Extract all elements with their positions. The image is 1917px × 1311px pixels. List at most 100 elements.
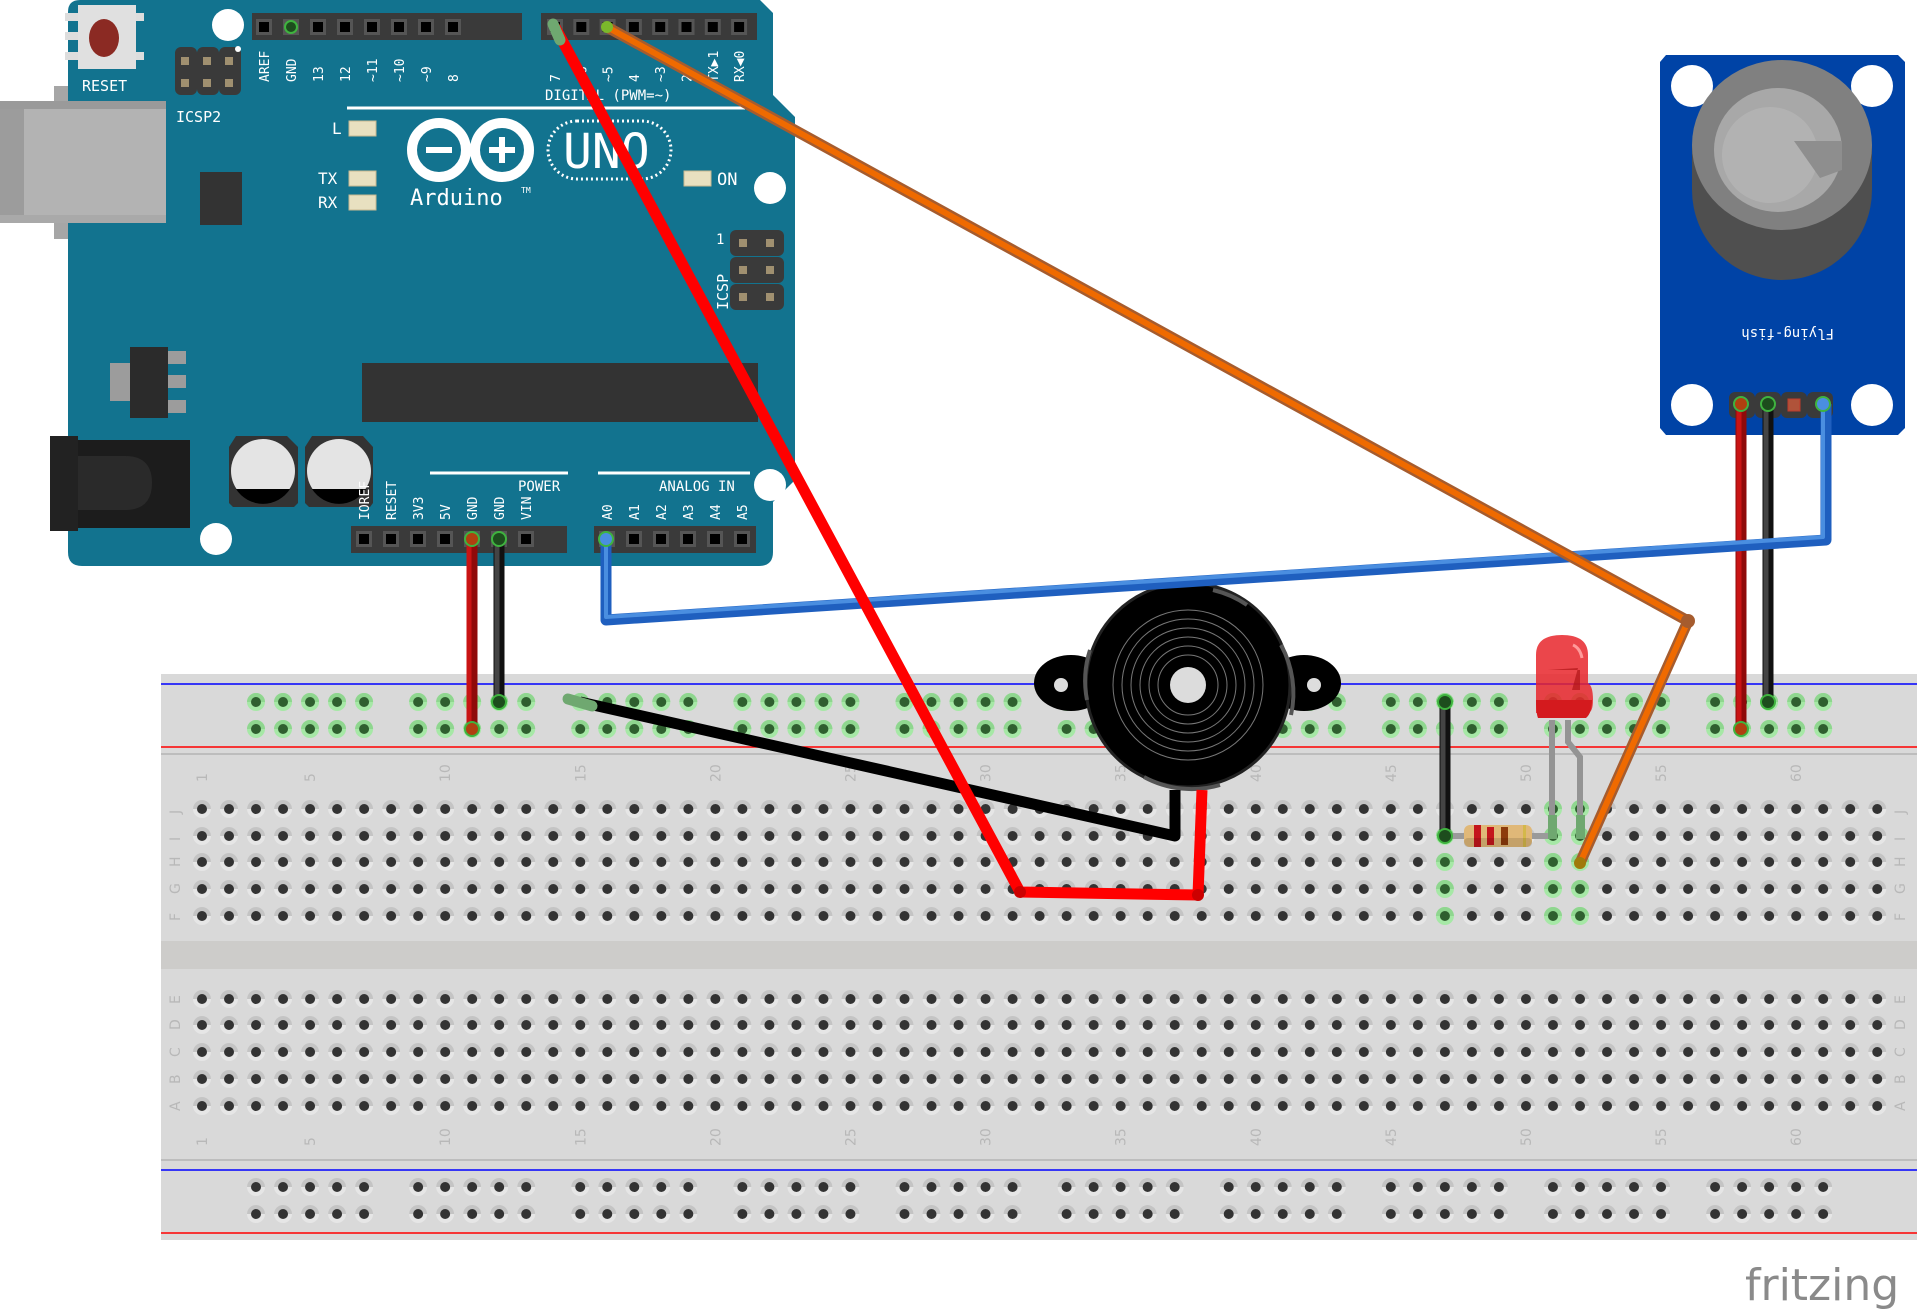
breadboard-hole[interactable]: [679, 1016, 698, 1034]
breadboard-hole[interactable]: [1841, 853, 1860, 871]
rail-hole[interactable]: [760, 693, 779, 711]
rail-hole[interactable]: [571, 1178, 590, 1196]
breadboard-hole[interactable]: [409, 1097, 428, 1115]
digital-pin[interactable]: [731, 19, 748, 35]
breadboard-hole[interactable]: [706, 990, 725, 1008]
breadboard-hole[interactable]: [1057, 1070, 1076, 1088]
breadboard-hole[interactable]: [760, 880, 779, 898]
breadboard-hole[interactable]: [1571, 1070, 1590, 1088]
rail-hole[interactable]: [652, 1205, 671, 1223]
rail-hole[interactable]: [1246, 1178, 1265, 1196]
breadboard-hole[interactable]: [1084, 1070, 1103, 1088]
breadboard-hole[interactable]: [1544, 990, 1562, 1008]
rail-hole[interactable]: [1570, 720, 1589, 738]
analog-pin[interactable]: [734, 531, 750, 547]
piezo-buzzer[interactable]: [1034, 581, 1341, 792]
breadboard-hole[interactable]: [1868, 880, 1887, 898]
breadboard-hole[interactable]: [949, 1016, 968, 1034]
breadboard-hole[interactable]: [814, 907, 833, 925]
breadboard-hole[interactable]: [1598, 907, 1617, 925]
breadboard-hole[interactable]: [1327, 800, 1346, 818]
breadboard-hole[interactable]: [517, 1070, 536, 1088]
breadboard-hole[interactable]: [1598, 827, 1617, 845]
breadboard-hole[interactable]: [1868, 1016, 1887, 1034]
breadboard-hole[interactable]: [1408, 853, 1427, 871]
breadboard-hole[interactable]: [625, 880, 644, 898]
rail-hole[interactable]: [1273, 1178, 1292, 1196]
breadboard-hole[interactable]: [1787, 880, 1806, 898]
rail-hole[interactable]: [1814, 720, 1833, 738]
breadboard-hole[interactable]: [517, 800, 536, 818]
breadboard-hole[interactable]: [1219, 827, 1238, 845]
breadboard-hole[interactable]: [1003, 990, 1022, 1008]
breadboard-hole[interactable]: [247, 853, 266, 871]
wire-d7-to-buzzer[interactable]: [550, 24, 1208, 901]
rail-hole[interactable]: [1003, 1205, 1022, 1223]
breadboard-hole[interactable]: [652, 853, 671, 871]
breadboard-hole[interactable]: [949, 827, 968, 845]
breadboard-hole[interactable]: [598, 853, 617, 871]
breadboard-hole[interactable]: [1516, 990, 1535, 1008]
breadboard-hole[interactable]: [328, 1097, 347, 1115]
breadboard-hole[interactable]: [1868, 990, 1887, 1008]
breadboard-hole[interactable]: [733, 800, 752, 818]
breadboard-hole[interactable]: [247, 906, 266, 925]
breadboard-hole[interactable]: [706, 907, 725, 925]
breadboard-hole[interactable]: [1273, 907, 1292, 925]
breadboard-hole[interactable]: [1679, 1070, 1698, 1088]
breadboard-hole[interactable]: [382, 853, 401, 871]
breadboard-hole[interactable]: [787, 907, 806, 925]
rail-hole[interactable]: [409, 693, 428, 711]
breadboard-hole[interactable]: [868, 853, 887, 871]
breadboard-hole[interactable]: [760, 1097, 779, 1115]
breadboard-hole[interactable]: [895, 1043, 914, 1061]
breadboard-hole[interactable]: [1300, 880, 1319, 898]
breadboard-hole[interactable]: [1814, 1043, 1833, 1061]
breadboard-hole[interactable]: [247, 1043, 266, 1061]
breadboard-hole[interactable]: [1760, 1097, 1779, 1115]
rail-hole[interactable]: [1273, 1205, 1292, 1223]
breadboard-hole[interactable]: [409, 800, 428, 818]
breadboard-hole[interactable]: [1787, 853, 1806, 871]
breadboard-hole[interactable]: [193, 827, 211, 845]
breadboard-hole[interactable]: [193, 1043, 211, 1061]
breadboard-hole[interactable]: [1706, 827, 1725, 845]
breadboard-hole[interactable]: [1435, 1097, 1454, 1115]
breadboard-hole[interactable]: [463, 907, 482, 925]
breadboard-hole[interactable]: [382, 880, 401, 898]
breadboard-hole[interactable]: [1030, 853, 1049, 871]
breadboard-hole[interactable]: [1111, 990, 1130, 1008]
analog-pin[interactable]: [626, 531, 642, 547]
breadboard-hole[interactable]: [895, 907, 914, 925]
breadboard-hole[interactable]: [1516, 1097, 1535, 1115]
breadboard-hole[interactable]: [841, 1097, 860, 1115]
breadboard-hole[interactable]: [1733, 880, 1752, 898]
breadboard-hole[interactable]: [814, 1043, 833, 1061]
breadboard-hole[interactable]: [1625, 1043, 1644, 1061]
rail-hole[interactable]: [1462, 1205, 1481, 1223]
digital-pin[interactable]: [704, 19, 721, 35]
breadboard-hole[interactable]: [760, 827, 779, 845]
breadboard-hole[interactable]: [1598, 990, 1617, 1008]
breadboard-hole[interactable]: [1273, 1097, 1292, 1115]
breadboard-hole[interactable]: [706, 1070, 725, 1088]
breadboard-hole[interactable]: [1381, 853, 1400, 871]
breadboard-hole[interactable]: [409, 827, 428, 845]
breadboard-hole[interactable]: [760, 1070, 779, 1088]
rail-hole[interactable]: [328, 1178, 347, 1196]
breadboard-hole[interactable]: [1489, 800, 1508, 818]
rail-hole[interactable]: [598, 1178, 617, 1196]
rail-hole[interactable]: [652, 693, 671, 711]
breadboard-hole[interactable]: [490, 853, 509, 871]
breadboard-hole[interactable]: [814, 880, 833, 898]
breadboard-hole[interactable]: [1246, 907, 1265, 925]
breadboard-hole[interactable]: [922, 800, 941, 818]
breadboard-hole[interactable]: [571, 827, 590, 845]
breadboard-hole[interactable]: [652, 1043, 671, 1061]
breadboard-hole[interactable]: [1030, 1070, 1049, 1088]
breadboard-hole[interactable]: [1381, 990, 1400, 1008]
rail-hole[interactable]: [1381, 1205, 1400, 1223]
breadboard-hole[interactable]: [760, 990, 779, 1008]
breadboard-hole[interactable]: [355, 800, 374, 818]
rail-hole[interactable]: [1300, 720, 1319, 738]
